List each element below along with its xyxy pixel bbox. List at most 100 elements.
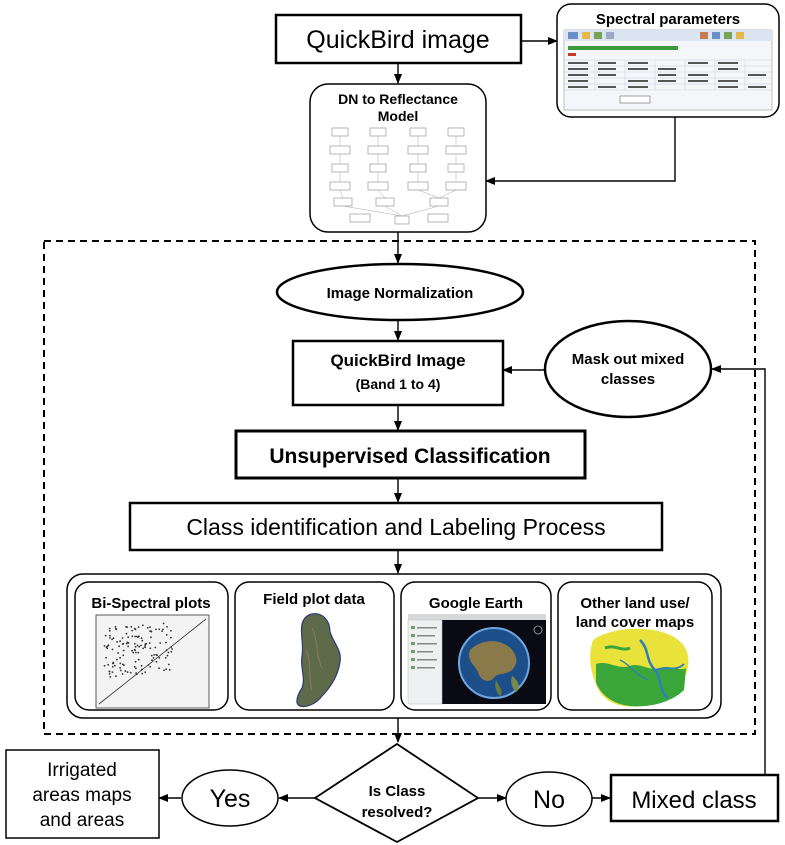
mixed-class-label: Mixed class	[631, 787, 756, 814]
spectral-parameters-node: Spectral parameters	[556, 3, 780, 118]
scatter-dot	[137, 636, 139, 638]
mask-mixed-classes-node: Mask out mixed classes	[543, 319, 713, 419]
scatter-dot	[111, 638, 113, 641]
scatter-dot	[108, 629, 111, 632]
scatter-dot	[115, 675, 117, 677]
scatter-dot	[144, 645, 146, 647]
scatter-dot	[168, 663, 170, 666]
scatter-dot	[108, 672, 111, 675]
unsupervised-classification-node: Unsupervised Classification	[234, 429, 587, 480]
scatter-dot	[149, 626, 151, 629]
other-maps-label-line2: land cover maps	[576, 614, 694, 631]
field-plot-label: Field plot data	[263, 591, 365, 608]
other-land-use-maps-panel: Other land use/ land cover maps	[557, 581, 713, 711]
qb-bands-label-line1: QuickBird Image	[330, 351, 465, 370]
scatter-dot	[140, 637, 143, 640]
scatter-dot	[109, 634, 111, 637]
scatter-dot	[135, 651, 137, 654]
scatter-dot	[114, 627, 117, 630]
scatter-plot-thumbnail	[95, 614, 210, 709]
scatter-dot	[158, 628, 161, 631]
scatter-dot	[114, 626, 117, 628]
decision-label-line2: resolved?	[362, 804, 433, 821]
scatter-dot	[119, 669, 122, 672]
scatter-dot	[111, 671, 114, 673]
scatter-dot	[119, 662, 122, 665]
scatter-dot	[103, 664, 106, 667]
scatter-dot	[116, 658, 118, 661]
scatter-dot	[161, 630, 164, 632]
image-normalization-node: Image Normalization	[275, 262, 525, 322]
scatter-dot	[108, 627, 111, 630]
scatter-dot	[141, 672, 144, 675]
scatter-dot	[111, 665, 114, 668]
no-node: No	[505, 771, 593, 827]
arrow-mixed-to-mask	[711, 365, 766, 775]
scatter-dot	[158, 657, 161, 659]
dn-model-title-line2: Model	[378, 108, 418, 124]
scatter-dot	[133, 627, 136, 630]
scatter-dot	[135, 673, 138, 676]
scatter-dot	[112, 661, 115, 664]
scatter-dot	[151, 659, 153, 661]
connectors	[158, 37, 766, 802]
scatter-dot	[155, 653, 158, 656]
scatter-dot	[106, 645, 109, 647]
scatter-dot	[155, 628, 157, 631]
scatter-dot	[168, 669, 171, 671]
scatter-dot	[119, 640, 121, 643]
output-label-line1: Irrigated	[47, 760, 117, 781]
bispectral-plots-panel: Bi-Spectral plots	[74, 581, 229, 711]
scatter-dot	[163, 669, 166, 672]
processing-frame	[43, 240, 756, 735]
scatter-dot	[141, 624, 144, 627]
mask-label-line1: Mask out mixed	[572, 351, 685, 368]
scatter-dot	[162, 628, 164, 631]
scatter-dot	[170, 629, 172, 632]
scatter-dot	[121, 637, 124, 639]
scatter-dot	[126, 641, 129, 644]
google-earth-panel: Google Earth	[400, 581, 552, 711]
model-graph-thumbnail	[329, 127, 467, 225]
scatter-dot	[146, 627, 149, 629]
scatter-dot	[134, 645, 137, 648]
scatter-dot	[165, 649, 168, 652]
scatter-dot	[165, 634, 168, 636]
spectral-parameters-label: Spectral parameters	[596, 11, 740, 28]
scatter-dot	[122, 649, 125, 652]
scatter-dot	[136, 644, 139, 647]
yes-node: Yes	[181, 769, 279, 827]
class-identification-node: Class identification and Labeling Proces…	[128, 501, 664, 552]
scatter-dot	[119, 667, 121, 669]
scatter-dot	[131, 649, 134, 652]
scatter-dot	[152, 657, 155, 659]
scatter-dot	[154, 646, 157, 649]
dn-reflectance-model-node: DN to Reflectance Model	[309, 83, 487, 233]
scatter-dot	[126, 671, 129, 673]
scatter-dot	[164, 657, 167, 659]
image-normalization-label: Image Normalization	[327, 285, 474, 302]
scatter-dot	[131, 635, 134, 638]
quickbird-image-node: QuickBird image	[274, 13, 523, 65]
scatter-dot	[132, 651, 135, 654]
scatter-dot	[129, 671, 132, 674]
scatter-dot	[122, 642, 125, 645]
scatter-dot	[171, 648, 174, 650]
scatter-dot	[140, 668, 143, 671]
scatter-dot	[134, 635, 137, 638]
mixed-class-node: Mixed class	[609, 773, 780, 823]
scatter-dot	[145, 642, 147, 645]
scatter-dot	[142, 647, 145, 650]
scatter-dot	[144, 646, 147, 649]
scatter-dot	[131, 629, 134, 632]
scatter-dot	[135, 667, 137, 670]
scatter-dot	[108, 670, 111, 673]
scatter-dot	[150, 630, 153, 633]
spreadsheet-thumbnail	[563, 29, 773, 111]
irrigated-areas-node: Irrigated areas maps and areas	[5, 749, 160, 839]
google-earth-label: Google Earth	[429, 595, 523, 612]
scatter-dot	[127, 645, 129, 648]
output-label-line2: areas maps	[32, 785, 131, 806]
scatter-dot	[153, 654, 156, 656]
